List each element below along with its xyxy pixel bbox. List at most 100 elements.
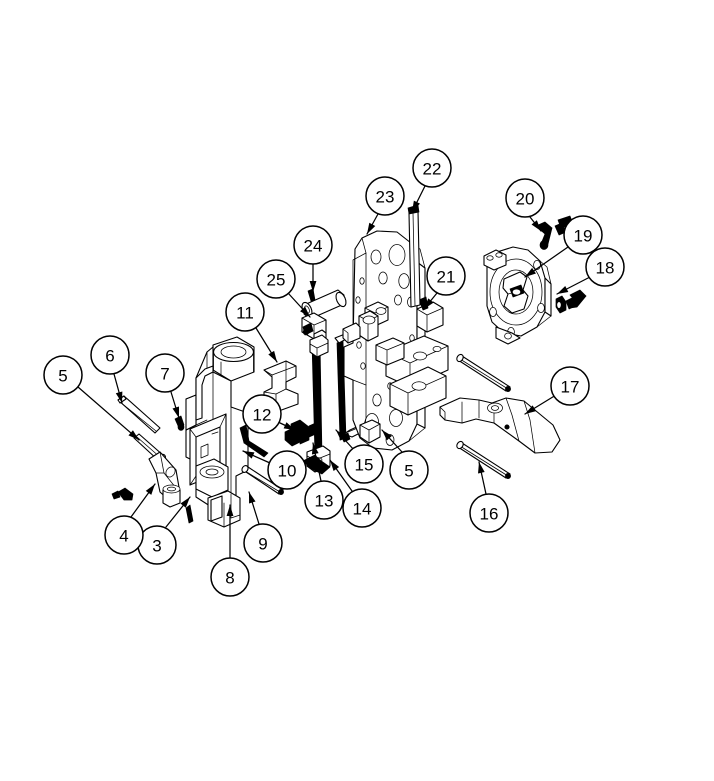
callout-4[interactable]: 4 [104, 515, 144, 555]
callout-circle-24[interactable] [293, 225, 333, 265]
callout-circle-10[interactable] [267, 450, 307, 490]
callout-label-24: 24 [304, 237, 323, 256]
callout-label-19: 19 [574, 227, 593, 246]
leader-arrow-15 [336, 430, 346, 441]
callout-circle-6[interactable] [90, 335, 130, 375]
part-20-small-screw-pair [535, 215, 574, 250]
leader-arrow-7 [172, 406, 180, 418]
part-7-short-pin [174, 415, 185, 431]
callout-7[interactable]: 7 [145, 353, 185, 393]
callout-20[interactable]: 20 [505, 178, 545, 218]
callout-18[interactable]: 18 [585, 247, 625, 287]
leader-arrow-4 [145, 484, 155, 495]
part-3-bushing-spacer [162, 484, 194, 524]
callout-circle-21[interactable] [426, 256, 466, 296]
callout-15[interactable]: 15 [344, 444, 384, 484]
callout-8[interactable]: 8 [210, 557, 250, 597]
callout-label-5: 5 [58, 367, 67, 386]
callout-circle-15[interactable] [344, 444, 384, 484]
part-16-long-dowel-pin-upper [456, 353, 511, 392]
callout-label-16: 16 [480, 505, 499, 524]
callout-label-4: 4 [119, 527, 128, 546]
callout-label-23: 23 [376, 188, 395, 207]
callout-23[interactable]: 23 [365, 176, 405, 216]
leader-arrow-21 [424, 298, 434, 309]
callout-circle-17[interactable] [550, 366, 590, 406]
leader-arrow-23 [367, 222, 376, 234]
callout-circle-4[interactable] [104, 515, 144, 555]
callout-13[interactable]: 13 [304, 480, 344, 520]
callout-22[interactable]: 22 [412, 148, 452, 188]
leader-arrow-13 [311, 443, 319, 455]
callout-label-12: 12 [253, 406, 272, 425]
callout-circle-22[interactable] [412, 148, 452, 188]
callout-label-25: 25 [267, 271, 286, 290]
part-12-hex-bolt-pair [284, 419, 319, 447]
callout-24[interactable]: 24 [293, 225, 333, 265]
callout-3[interactable]: 3 [137, 525, 177, 565]
callout-circle-19[interactable] [563, 215, 603, 255]
callout-21[interactable]: 21 [426, 256, 466, 296]
leader-arrow-14 [330, 460, 340, 471]
callout-label-5b: 5 [404, 462, 413, 481]
callout-circle-18[interactable] [585, 247, 625, 287]
callout-14[interactable]: 14 [342, 488, 382, 528]
callout-circle-8[interactable] [210, 557, 250, 597]
callout-label-8: 8 [225, 569, 234, 588]
callout-11[interactable]: 11 [225, 292, 265, 332]
callout-label-11: 11 [236, 304, 254, 323]
callout-16[interactable]: 16 [469, 493, 509, 533]
callout-label-6: 6 [105, 347, 114, 366]
callout-10[interactable]: 10 [267, 450, 307, 490]
callout-circle-16[interactable] [469, 493, 509, 533]
part-19-gear-housing-cover [483, 246, 552, 345]
leader-arrow-24 [309, 281, 317, 292]
callout-circle-12[interactable] [242, 394, 282, 434]
callout-circle-5[interactable] [43, 355, 83, 395]
callout-label-14: 14 [353, 500, 372, 519]
leader-arrow-20 [531, 220, 541, 231]
leader-arrow-12 [283, 422, 295, 430]
callout-9[interactable]: 9 [243, 523, 283, 563]
callout-label-18: 18 [596, 259, 615, 278]
callout-label-3: 3 [152, 537, 161, 556]
leader-arrow-18 [557, 285, 569, 294]
callout-circle-13[interactable] [304, 480, 344, 520]
callout-5[interactable]: 5 [43, 355, 83, 395]
callout-label-9: 9 [258, 535, 267, 554]
leader-arrow-5 [382, 430, 392, 441]
callout-circle-11[interactable] [225, 292, 265, 332]
callout-label-7: 7 [160, 365, 169, 384]
callout-label-20: 20 [516, 190, 535, 209]
part-9-lower-pin-rod [241, 465, 284, 495]
callout-label-15: 15 [355, 456, 374, 475]
callout-label-21: 21 [437, 268, 456, 287]
callout-circle-7[interactable] [145, 353, 185, 393]
leader-arrow-22 [412, 200, 420, 212]
callout-circle-14[interactable] [342, 488, 382, 528]
callout-12[interactable]: 12 [242, 394, 282, 434]
part-21-slide-bracket-assembly [375, 335, 449, 416]
callout-circle-9[interactable] [243, 523, 283, 563]
leader-arrow-6 [115, 391, 123, 403]
callout-circle-25[interactable] [256, 259, 296, 299]
callout-5b[interactable]: 5 [389, 450, 429, 490]
leader-arrow-17 [525, 405, 537, 414]
callout-circle-23[interactable] [365, 176, 405, 216]
part-8-main-housing-body [185, 336, 255, 528]
leader-arrow-11 [268, 350, 277, 362]
callout-19[interactable]: 19 [563, 215, 603, 255]
callout-25[interactable]: 25 [256, 259, 296, 299]
callout-17[interactable]: 17 [550, 366, 590, 406]
part-18-shoulder-bolt [555, 289, 587, 314]
leader-arrow-10 [243, 451, 255, 459]
callout-circle-5b[interactable] [389, 450, 429, 490]
callout-circle-20[interactable] [505, 178, 545, 218]
part-21-end-cap-block [416, 296, 444, 333]
callout-label-22: 22 [423, 160, 442, 179]
part-4-screw [111, 487, 134, 501]
callout-6[interactable]: 6 [90, 335, 130, 375]
